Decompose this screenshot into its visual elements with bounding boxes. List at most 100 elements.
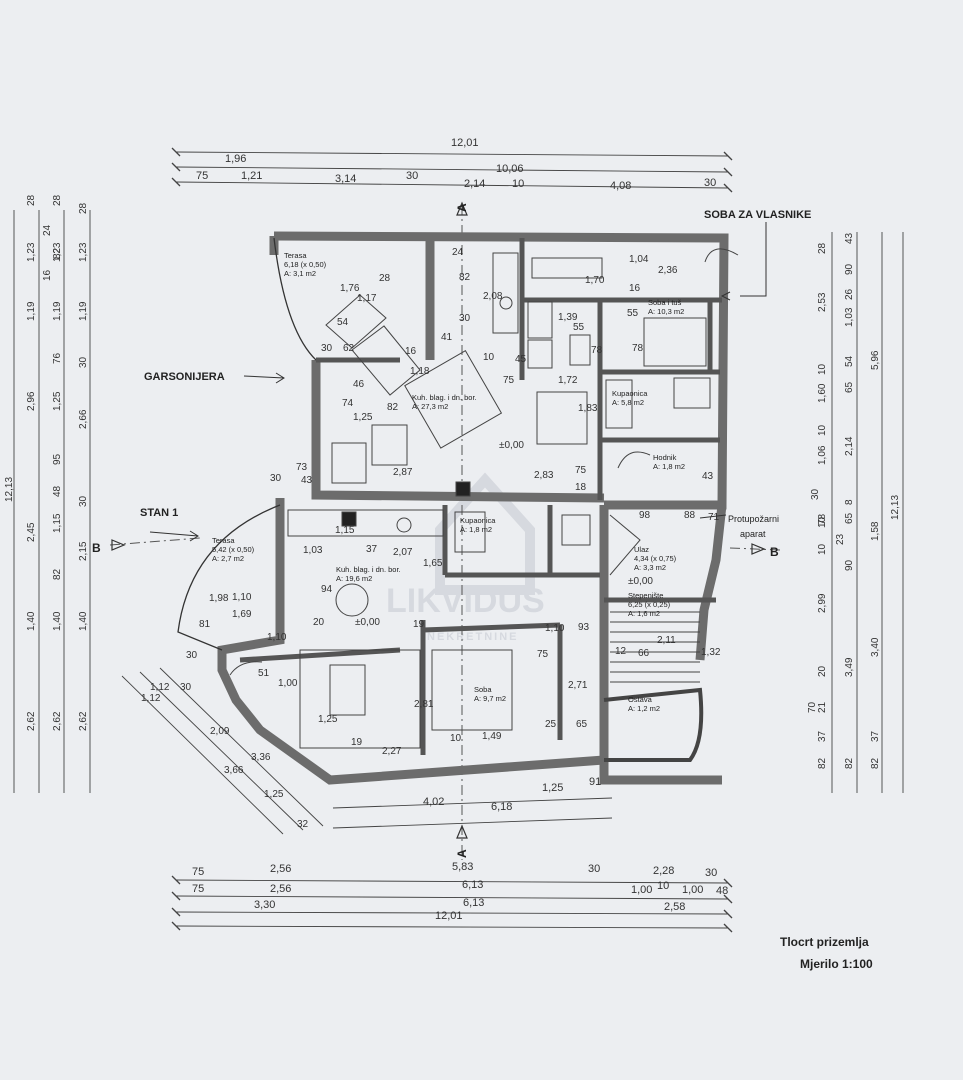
dimension-right-11: 20 bbox=[817, 665, 828, 677]
dimension-interior-71: 12 bbox=[615, 646, 627, 657]
section-a-bottom-label: A bbox=[455, 849, 469, 858]
dimension-bottom-12: 48 bbox=[716, 885, 728, 897]
dimension-right-10: 2,99 bbox=[817, 593, 828, 613]
dimension-right-29: 5,96 bbox=[870, 350, 881, 370]
dimension-interior-37: 78 bbox=[632, 343, 644, 354]
dimension-left-23: 1,23 bbox=[78, 242, 89, 262]
garsonijera-arrow-icon bbox=[243, 372, 285, 384]
level-mark-2: ±0,00 bbox=[628, 576, 653, 587]
dimension-interior-33: 1,39 bbox=[558, 312, 578, 323]
dimension-bottom-3: 30 bbox=[588, 863, 600, 875]
dimension-interior-14: 82 bbox=[459, 272, 471, 283]
dimension-interior-9: 82 bbox=[387, 402, 399, 413]
drawing-title: Tlocrt prizemlja bbox=[780, 935, 869, 949]
bed-soba bbox=[431, 649, 513, 731]
section-b-arrow-left-icon bbox=[111, 539, 126, 551]
dimension-interior-13: 30 bbox=[459, 313, 471, 324]
armchair-garsonijera bbox=[331, 442, 367, 484]
door-terasa-2 bbox=[229, 661, 263, 676]
dimension-interior-78: 3,36 bbox=[251, 752, 271, 763]
dimension-bottom-15: 2,58 bbox=[664, 901, 685, 913]
dimension-left-30: 2,62 bbox=[78, 711, 89, 731]
dimension-left-17: 48 bbox=[52, 485, 63, 497]
level-mark-1: ±0,00 bbox=[355, 617, 380, 628]
dimension-interior-30: 2,36 bbox=[658, 265, 678, 276]
drawing-scale: Mjerilo 1:100 bbox=[800, 957, 873, 971]
dimension-interior-29: 1,70 bbox=[585, 275, 605, 286]
dimension-interior-45: 1,98 bbox=[209, 593, 229, 604]
dimension-interior-54: 1,25 bbox=[318, 714, 338, 725]
section-b-right-label: B bbox=[770, 545, 779, 559]
soba-za-vlasnike-label: SOBA ZA VLASNIKE bbox=[704, 209, 811, 221]
dimension-interior-8: 1,25 bbox=[353, 412, 373, 423]
dimension-left-25: 30 bbox=[78, 356, 89, 368]
dining-table-2 bbox=[335, 583, 369, 617]
dimension-interior-32: 16 bbox=[629, 283, 641, 294]
ostava-wall bbox=[603, 687, 704, 762]
stan1-label: STAN 1 bbox=[140, 507, 178, 519]
dimension-top-8: 10 bbox=[512, 178, 524, 190]
dimension-interior-53: 1,00 bbox=[278, 678, 298, 689]
chimney-1 bbox=[455, 481, 471, 497]
section-a-top-label: A bbox=[455, 203, 469, 212]
dimension-interior-40: 1,03 bbox=[303, 545, 323, 556]
dimension-right-17: 90 bbox=[844, 263, 855, 275]
wc-3 bbox=[561, 514, 591, 546]
terrace-edge-left bbox=[177, 504, 281, 651]
dimension-top-3: 75 bbox=[196, 170, 208, 182]
dimension-interior-36: 55 bbox=[627, 308, 639, 319]
dimension-left-0: 28 bbox=[26, 194, 37, 206]
sink-2 bbox=[396, 517, 412, 533]
door-ulaz bbox=[609, 514, 641, 576]
protupozarni-label-2: aparat bbox=[740, 529, 766, 539]
dimension-bottom-6: 75 bbox=[192, 883, 204, 895]
dimension-right-34: 12,13 bbox=[890, 495, 901, 520]
dimension-bottom-2: 5,83 bbox=[452, 861, 473, 873]
dimension-bottom-1: 2,56 bbox=[270, 863, 291, 875]
dimension-interior-18: 45 bbox=[515, 354, 527, 365]
dimension-right-2: 10 bbox=[817, 363, 828, 375]
dimension-interior-3: 54 bbox=[337, 317, 349, 328]
dimension-lines bbox=[13, 147, 904, 933]
garsonijera-label: GARSONIJERA bbox=[144, 371, 225, 383]
dimension-interior-41: 37 bbox=[366, 544, 378, 555]
dimension-bottom-9: 1,00 bbox=[631, 884, 652, 896]
dimension-interior-70: 2,11 bbox=[657, 635, 676, 646]
dimension-right-16: 43 bbox=[844, 232, 855, 244]
dimension-right-9: 10 bbox=[817, 543, 828, 555]
dimension-right-12: 70 bbox=[807, 701, 818, 713]
terrace-edge-top bbox=[273, 237, 317, 361]
dimension-left-28: 2,15 bbox=[78, 541, 89, 561]
dimension-interior-22: 75 bbox=[575, 465, 587, 476]
wardrobe-1 bbox=[531, 257, 603, 279]
soba-vlasnike-leader bbox=[740, 222, 767, 297]
dimension-left-14: 76 bbox=[52, 352, 63, 364]
dimension-top-7: 2,14 bbox=[464, 178, 485, 190]
dimension-bottom-0: 75 bbox=[192, 866, 204, 878]
dimension-left-3: 2,96 bbox=[26, 391, 37, 411]
dimension-bottom-17: 4,02 bbox=[423, 796, 444, 808]
watermark-brand: LIKVIDUS bbox=[386, 582, 545, 620]
section-lines bbox=[109, 205, 781, 860]
dimension-left-4: 2,45 bbox=[26, 522, 37, 542]
dimension-interior-60: 25 bbox=[545, 719, 557, 730]
dimension-interior-35: 78 bbox=[591, 345, 603, 356]
dimension-interior-31: 1,04 bbox=[629, 254, 649, 265]
dimension-interior-80: 1,25 bbox=[264, 789, 284, 800]
dimension-interior-69: 71 bbox=[708, 512, 720, 523]
dimension-right-14: 37 bbox=[817, 730, 828, 742]
watermark: LIKVIDUS NEKRETNINE bbox=[386, 472, 545, 643]
door-terasa-1 bbox=[325, 294, 387, 349]
dimension-bottom-18: 6,18 bbox=[491, 801, 512, 813]
dimension-right-22: 2,14 bbox=[844, 436, 855, 456]
dimension-top-4: 1,21 bbox=[241, 170, 262, 182]
dimension-right-5: 1,06 bbox=[817, 445, 828, 465]
